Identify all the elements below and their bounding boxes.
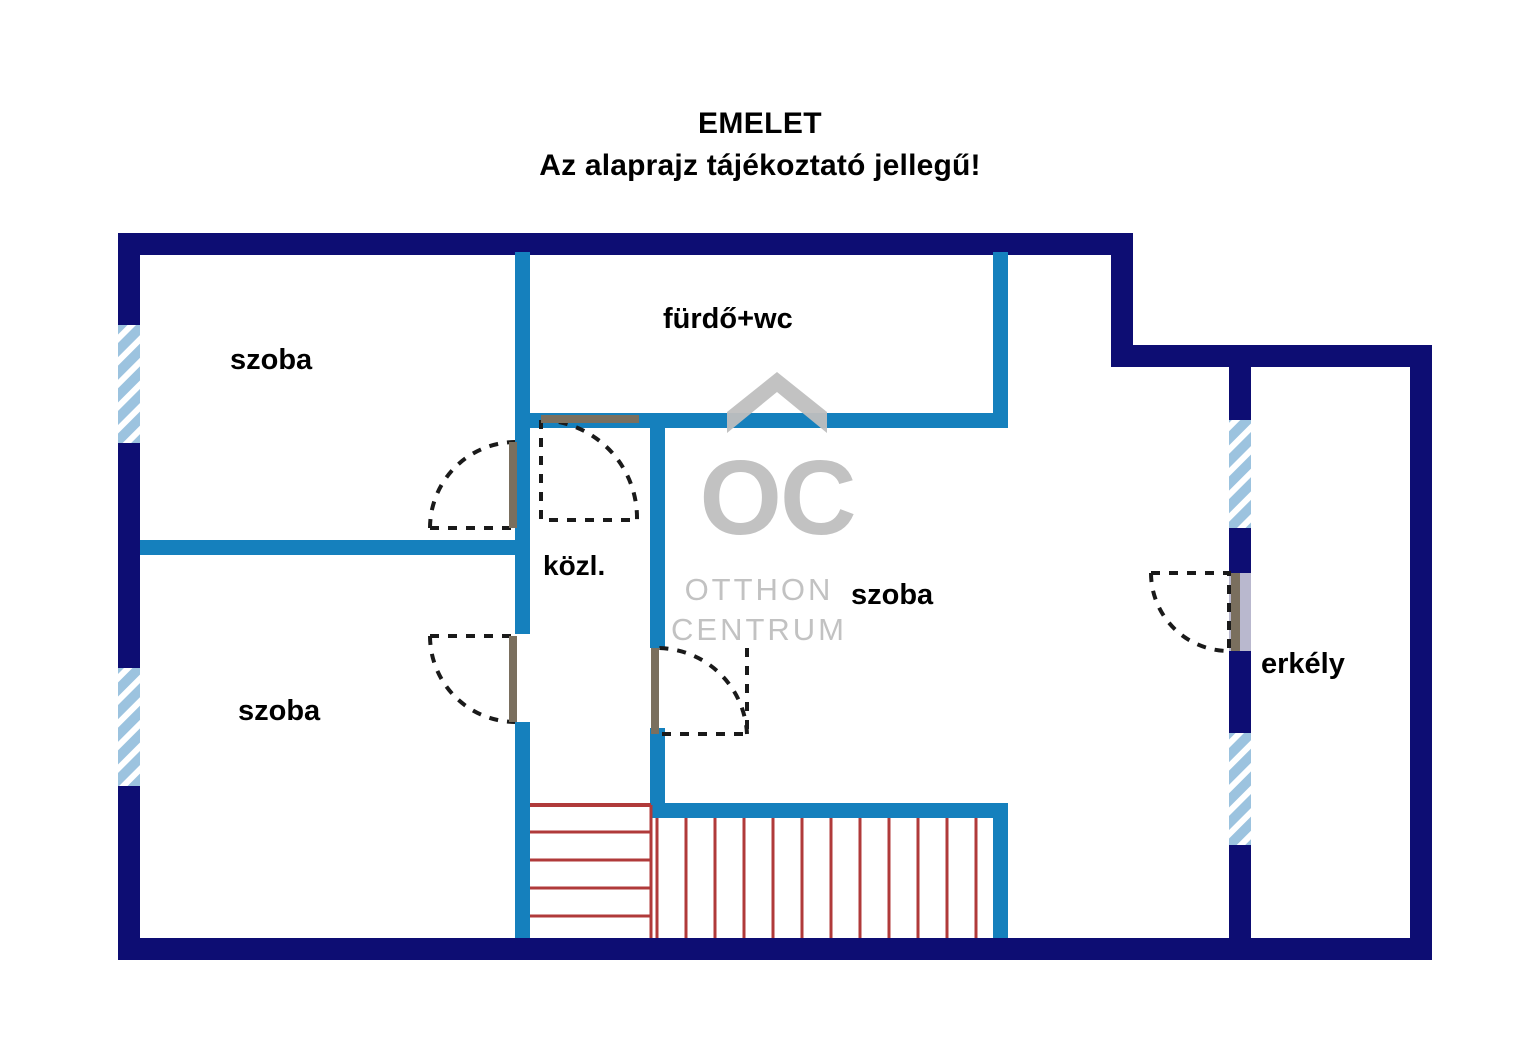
room-label-kozlekedo: közl. [543,550,606,581]
plan-title-block: EMELET Az alaprajz tájékoztató jellegű! [0,104,1520,188]
window-balcony-upper [1229,420,1251,528]
room-label-furdo-wc: fürdő+wc [663,303,793,335]
doors [428,415,1251,736]
window-left-lower [118,668,140,786]
door-szoba-right [651,645,749,736]
door-szoba-bottom-left [428,634,517,724]
watermark-line1: OTTHON [685,572,834,607]
watermark-line2: CENTRUM [671,612,847,647]
otthon-centrum-watermark: OC OTTHON CENTRUM [671,372,857,647]
room-label-szoba-bottom-left: szoba [238,695,321,727]
window-balcony-lower [1229,733,1251,845]
staircase-lower-run [530,803,653,938]
windows [118,325,1251,845]
room-label-szoba-top-left: szoba [230,344,313,376]
room-label-erkely: erkély [1261,648,1345,680]
staircase [530,803,978,938]
door-szoba-top-left [428,440,517,530]
watermark-chevron-icon [727,372,827,433]
room-label-szoba-right: szoba [851,579,934,611]
watermark-monogram: OC [700,439,855,557]
staircase-upper-run [655,818,978,938]
door-balcony [1149,571,1251,653]
interior-walls [140,252,1008,938]
door-furdo-wc [539,415,640,522]
window-left-upper [118,325,140,443]
plan-title-floor: EMELET [697,107,823,140]
exterior-walls [118,233,1432,960]
plan-title-disclaimer: Az alaprajz tájékoztató jellegű! [539,149,981,182]
